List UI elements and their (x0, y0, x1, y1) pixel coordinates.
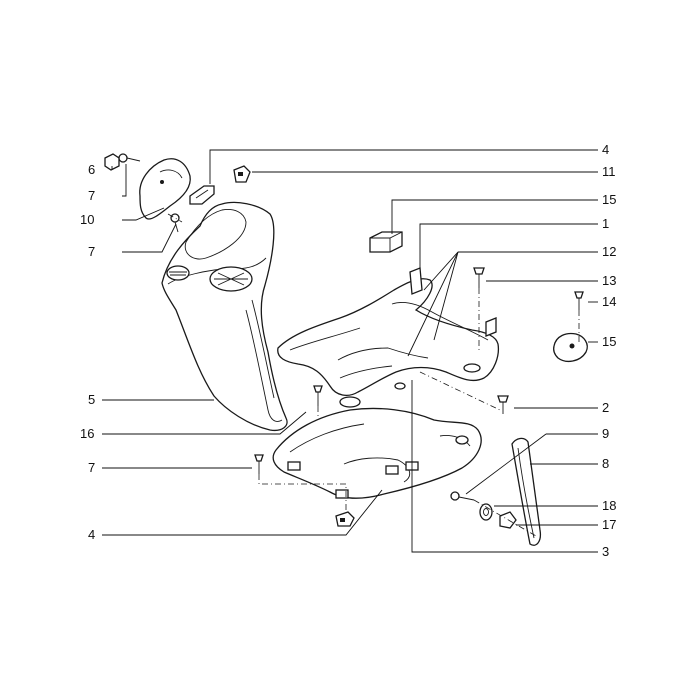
callout-4-bottom: 4 (88, 527, 95, 542)
callout-18: 18 (602, 498, 616, 513)
small-cover-part (139, 158, 191, 220)
leader-lines (102, 149, 598, 553)
callout-14: 14 (602, 294, 616, 309)
callout-7-lower: 7 (88, 460, 95, 475)
pad-upper-part (369, 231, 403, 253)
callout-12: 12 (602, 244, 616, 259)
screw-14-part (574, 291, 584, 310)
callout-8: 8 (602, 456, 609, 471)
callout-10: 10 (80, 212, 94, 227)
screw-upper-part (118, 153, 141, 163)
callout-2: 2 (602, 400, 609, 415)
nut-part (104, 153, 120, 171)
callout-11: 11 (602, 164, 616, 179)
spacer-part (479, 503, 493, 521)
callout-3: 3 (602, 544, 609, 559)
screw-2-part (497, 395, 509, 414)
callout-5: 5 (88, 392, 95, 407)
callout-15-right: 15 (602, 334, 616, 349)
clip-nut-part (233, 165, 251, 183)
pad-right-part (552, 332, 588, 363)
callout-15-top: 15 (602, 192, 616, 207)
callout-7-upper: 7 (88, 188, 95, 203)
callout-6: 6 (88, 162, 95, 177)
callout-16: 16 (80, 426, 94, 441)
assembly-axis-lines (167, 213, 580, 537)
callout-9: 9 (602, 426, 609, 441)
callout-labels: 4 11 15 1 12 13 14 15 2 9 8 18 17 3 6 7 … (80, 142, 616, 559)
side-strip-part (511, 437, 542, 546)
leg-shield-part (161, 201, 288, 432)
screw-9-part (450, 491, 475, 501)
screw-13-part (473, 267, 485, 288)
screw-16-part (313, 385, 323, 406)
bracket-top-part (189, 185, 215, 205)
screw-lower-part (254, 454, 264, 474)
callout-17: 17 (602, 517, 616, 532)
screw-mid-part (170, 213, 180, 233)
callout-7-mid: 7 (88, 244, 95, 259)
callout-13: 13 (602, 273, 616, 288)
floor-frame-part (277, 267, 500, 408)
callout-1: 1 (602, 216, 609, 231)
clip-bottom-part (335, 511, 355, 527)
callout-4-top: 4 (602, 142, 609, 157)
under-tray-part (272, 407, 482, 499)
